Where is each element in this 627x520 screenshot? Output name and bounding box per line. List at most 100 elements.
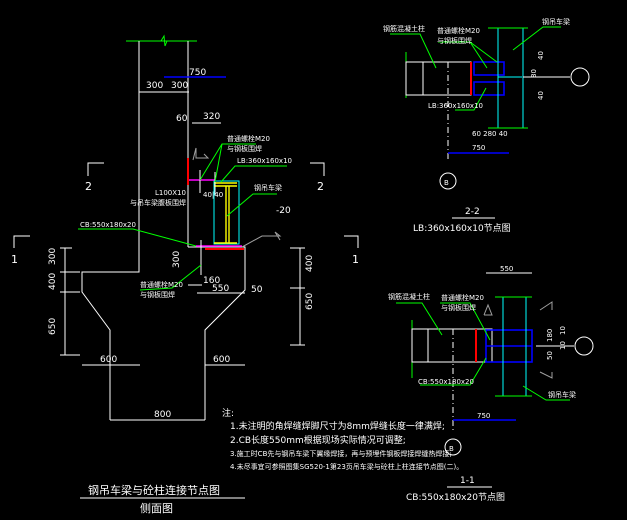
dim-text: 550 [500, 265, 513, 273]
section-mark [344, 235, 359, 248]
leader [455, 87, 487, 111]
weld-symbol [539, 301, 553, 311]
axis-label: B [449, 445, 454, 453]
label-plate: -20 [276, 206, 291, 216]
section-title: 1-1 [460, 476, 475, 486]
label-bolt: 普通螺栓M20 [441, 293, 484, 302]
section-caption: CB:550x180x20节点图 [406, 492, 505, 503]
break-symbol [160, 34, 168, 47]
column-body [405, 61, 472, 96]
weld-symbol [483, 303, 493, 316]
label-cb: CB:550x180x20 [80, 221, 136, 229]
section-label: 2 [317, 180, 324, 193]
dim-text: 10 [559, 341, 567, 350]
dim-text: 60 [176, 114, 188, 124]
dim-text: 550 [212, 284, 229, 294]
dim-text: 10 [559, 326, 567, 335]
column-body [411, 328, 493, 363]
dim-text: 300 [171, 81, 188, 91]
section-1-1: 550 钢筋混凝土柱 普通螺栓M20 与钢板围焊 CB:550x180x20 钢… [388, 265, 594, 503]
weld-symbol [241, 231, 282, 248]
dim-text: 400 [305, 255, 315, 272]
leader [440, 41, 498, 63]
section-title: 2-2 [465, 207, 480, 217]
note-item: 3.施工时CB先与钢吊车梁下翼缘焊接，再与预埋件钢板焊接焊缝热焊接; [230, 449, 452, 458]
section-mark [87, 162, 104, 176]
dim-text: 40 [537, 91, 545, 100]
leader [396, 302, 443, 336]
drawing-title: 钢吊车梁与砼柱连接节点图 [88, 483, 220, 497]
leader [420, 357, 487, 386]
leader [78, 228, 197, 247]
label-column: 钢筋混凝土柱 [388, 292, 430, 301]
lower-column-left [81, 248, 140, 420]
label-column: 钢筋混凝土柱 [383, 24, 425, 33]
notes: 注: 1.未注明的角焊缝焊脚尺寸为8mm焊缝长度一律满焊; 2.CB长度550m… [222, 407, 463, 471]
leader [220, 165, 287, 183]
label-lb: LB:360x160x10 [237, 157, 292, 165]
dim-text: 750 [477, 412, 490, 420]
dim-text: 300 [48, 248, 58, 265]
dim-text: 80 [530, 69, 538, 78]
dim-text: 300 [172, 251, 182, 268]
label-bolt: 普通螺栓M20 [437, 26, 480, 35]
label-cb: CB:550x180x20 [418, 378, 474, 386]
leader [390, 33, 437, 69]
label-beam: 钢吊车梁 [548, 390, 576, 399]
section-label: 2 [85, 180, 92, 193]
leader [226, 193, 277, 217]
axis-bubble [444, 438, 462, 456]
dim-text: 160 [203, 276, 220, 286]
section-mark [13, 235, 30, 248]
label-bolt: 与钢板围焊 [140, 290, 175, 299]
label-bolt: 普通螺栓M20 [227, 134, 270, 143]
axis-label: B [444, 179, 449, 187]
side-view: 750 300 300 60 320 普通螺栓M20 与钢板围焊 LB:360x… [11, 34, 359, 515]
dim-text: 800 [154, 410, 171, 420]
leader [139, 264, 202, 291]
lb-plate-top [473, 61, 505, 76]
drawing-subtitle: 侧面图 [140, 502, 173, 515]
dim-text: 320 [203, 112, 220, 122]
leader [438, 41, 488, 69]
dim-text: 750 [472, 144, 485, 152]
section-2-2: 钢筋混凝土柱 普通螺栓M20 与钢板围焊 钢吊车梁 LB:360x160x10 … [383, 17, 590, 234]
section-mark [310, 162, 325, 176]
note-item: 2.CB长度550mm根据现场实际情况可调整; [230, 434, 406, 446]
label-crane-beam: 钢吊车梁 [254, 183, 282, 192]
dim-text: 600 [213, 355, 230, 365]
dim-text: 50 [546, 351, 554, 360]
stiffener-outline [213, 180, 240, 245]
dim-text: 600 [100, 355, 117, 365]
leader [512, 26, 561, 51]
dim-text: 60 280 40 [472, 130, 508, 138]
dim-text: 40 [537, 51, 545, 60]
note-item: 1.未注明的角焊缝焊脚尺寸为8mm焊缝长度一律满焊; [230, 420, 445, 432]
dim-text: 400 [48, 273, 58, 290]
dim-text: 650 [305, 293, 315, 310]
label-bolt: 与钢板围焊 [437, 36, 472, 45]
beam-flange-outline [497, 27, 524, 129]
section-label: 1 [352, 253, 359, 266]
label-bolt: 与钢板围焊 [441, 303, 476, 312]
notes-heading: 注: [222, 407, 234, 419]
label-lb: LB:360x160x10 [428, 102, 483, 110]
weld-symbol [192, 147, 210, 161]
section-label: 1 [11, 253, 18, 266]
dim-text: 650 [48, 318, 58, 335]
axis-bubble [570, 67, 590, 87]
label-bolt: 普通螺栓M20 [140, 280, 183, 289]
lb-plate-bottom [473, 81, 505, 96]
leader [440, 302, 491, 341]
label-angle: L100X10 [155, 189, 186, 197]
lower-column-right [188, 246, 246, 420]
note-item: 4.未尽事宜可参照图集SG520-1第23页吊车梁与砼柱上柱连接节点图(二)。 [230, 462, 463, 471]
axis-bubble [439, 172, 457, 190]
label-beam: 钢吊车梁 [542, 17, 570, 26]
dim-text: 40|40 [203, 191, 223, 199]
dim-text: 50 [251, 285, 263, 295]
weld-symbol [539, 371, 553, 379]
section-caption: LB:360x160x10节点图 [413, 223, 511, 234]
leader [214, 143, 223, 183]
